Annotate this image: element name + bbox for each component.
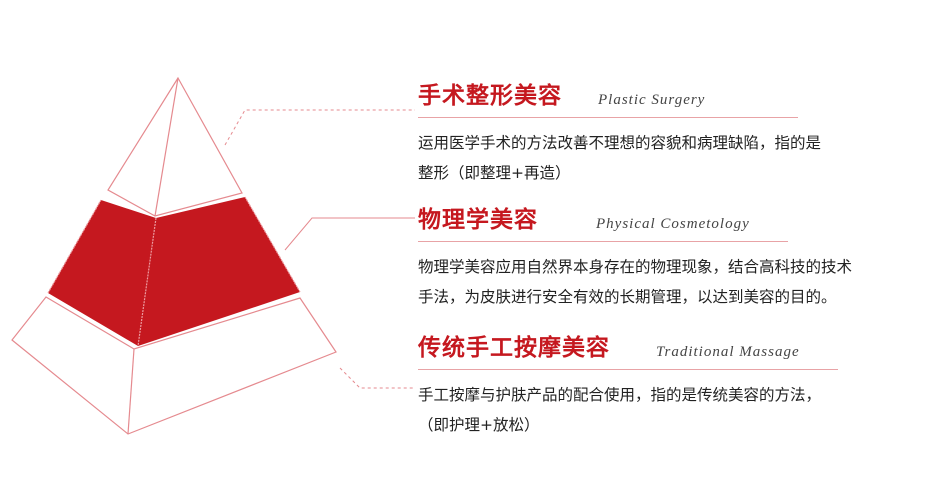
- connector-top: [224, 109, 415, 146]
- level-plastic-surgery: 手术整形美容 Plastic Surgery 运用医学手术的方法改善不理想的容貌…: [418, 78, 918, 188]
- level-title-row: 传统手工按摩美容 Traditional Massage: [418, 330, 918, 370]
- connector-bottom: [339, 367, 415, 389]
- level-title-en: Traditional Massage: [656, 344, 800, 360]
- level-description: 运用医学手术的方法改善不理想的容貌和病理缺陷，指的是 整形（即整理+再造）: [418, 128, 918, 188]
- description-line: 整形（即整理+再造）: [418, 164, 571, 182]
- description-line: 手工按摩与护肤产品的配合使用，指的是传统美容的方法，: [418, 386, 822, 404]
- pyramid-tier-top: [107, 76, 243, 217]
- level-physical-cosmetology: 物理学美容 Physical Cosmetology 物理学美容应用自然界本身存…: [418, 202, 918, 312]
- level-title-cn: 手术整形美容: [418, 83, 562, 109]
- level-traditional-massage: 传统手工按摩美容 Traditional Massage 手工按摩与护肤产品的配…: [418, 330, 918, 440]
- level-title-cn: 物理学美容: [418, 207, 538, 233]
- connector-lines: [224, 109, 415, 389]
- title-underline: [418, 241, 788, 242]
- level-title-en: Plastic Surgery: [598, 92, 706, 108]
- level-title-row: 手术整形美容 Plastic Surgery: [418, 78, 918, 118]
- level-title-en: Physical Cosmetology: [596, 216, 750, 232]
- title-underline: [418, 369, 838, 370]
- pyramid-tier-bottom: [11, 296, 337, 435]
- level-description: 手工按摩与护肤产品的配合使用，指的是传统美容的方法， （即护理+放松）: [418, 380, 918, 440]
- connector-middle: [284, 217, 415, 251]
- level-title-cn: 传统手工按摩美容: [418, 335, 610, 361]
- description-line: 物理学美容应用自然界本身存在的物理现象，结合高科技的技术: [418, 258, 853, 276]
- description-line: 运用医学手术的方法改善不理想的容貌和病理缺陷，指的是: [418, 134, 822, 152]
- pyramid-tier-middle: [47, 196, 301, 347]
- title-underline: [418, 117, 798, 118]
- level-title-row: 物理学美容 Physical Cosmetology: [418, 202, 918, 242]
- description-line: （即护理+放松）: [418, 416, 540, 434]
- level-description: 物理学美容应用自然界本身存在的物理现象，结合高科技的技术 手法，为皮肤进行安全有…: [418, 252, 918, 312]
- description-line: 手法，为皮肤进行安全有效的长期管理，以达到美容的目的。: [418, 288, 837, 306]
